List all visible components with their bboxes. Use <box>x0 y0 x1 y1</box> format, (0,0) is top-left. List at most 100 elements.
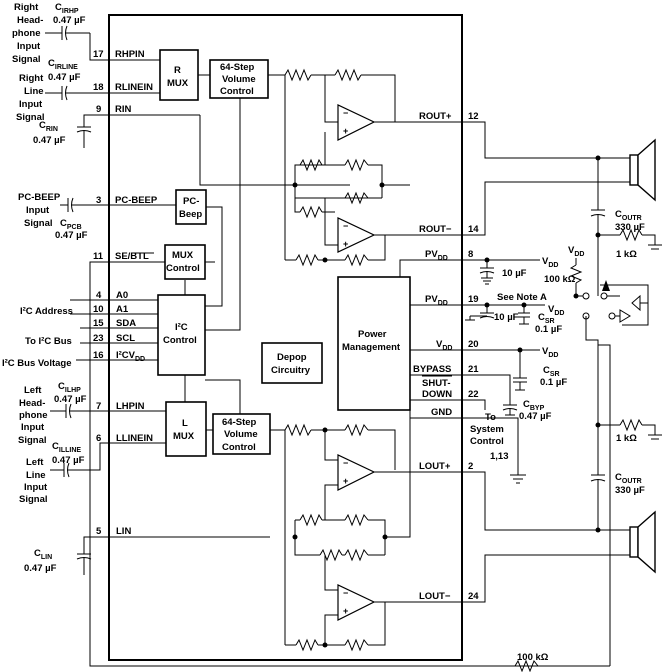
svg-text:COUTR: COUTR <box>615 209 642 222</box>
svg-text:Line: Line <box>26 470 46 481</box>
svg-text:Volume: Volume <box>224 429 258 440</box>
svg-text:Control: Control <box>163 335 197 346</box>
volume-control-right-block <box>209 59 269 99</box>
svg-text:1 kΩ: 1 kΩ <box>616 249 637 260</box>
cap-illine-label: CILLINE 0.47 µF <box>52 441 85 466</box>
svg-text:7: 7 <box>96 401 101 412</box>
svg-text:0.47 µF: 0.47 µF <box>33 135 66 146</box>
svg-text:Volume: Volume <box>222 74 256 85</box>
svg-text:Signal: Signal <box>19 494 48 505</box>
svg-text:21: 21 <box>468 364 479 375</box>
svg-text:64-Step: 64-Step <box>220 62 255 73</box>
chip-outline <box>108 14 463 661</box>
power-management-block <box>337 276 411 411</box>
svg-text:−: − <box>343 108 348 118</box>
svg-text:PC-BEEP: PC-BEEP <box>115 195 158 206</box>
svg-text:Control: Control <box>166 263 200 274</box>
cap-ilhp-label: CILHP 0.47 µF <box>54 381 87 405</box>
svg-text:CSR: CSR <box>538 312 555 325</box>
svg-text:PC-BEEP: PC-BEEP <box>18 192 61 203</box>
svg-text:LLINEIN: LLINEIN <box>116 433 153 444</box>
svg-text:+: + <box>343 239 348 249</box>
svg-text:+: + <box>343 126 348 136</box>
svg-text:DOWN: DOWN <box>422 389 452 400</box>
svg-text:phone: phone <box>12 28 41 39</box>
svg-text:Control: Control <box>222 442 256 453</box>
i2c-address-label: I²C Address <box>20 306 73 317</box>
svg-text:0.47 µF: 0.47 µF <box>53 15 86 26</box>
i2c-bus-voltage-label: I²C Bus Voltage <box>2 358 72 369</box>
svg-text:Input: Input <box>21 422 45 433</box>
svg-text:ROUT+: ROUT+ <box>419 111 452 122</box>
svg-text:1 kΩ: 1 kΩ <box>616 433 637 444</box>
svg-text:COUTR: COUTR <box>615 472 642 485</box>
svg-text:GND: GND <box>431 407 452 418</box>
svg-text:0.47 µF: 0.47 µF <box>24 563 57 574</box>
svg-text:20: 20 <box>468 339 479 350</box>
pc-beep-input-label: PC-BEEP Input Signal <box>18 192 61 229</box>
svg-text:phone: phone <box>19 410 48 421</box>
svg-text:Control: Control <box>220 86 254 97</box>
svg-text:0.47 µF: 0.47 µF <box>52 455 85 466</box>
cap-lin-label: CLIN 0.47 µF <box>24 548 57 574</box>
svg-text:64-Step: 64-Step <box>222 417 257 428</box>
svg-text:A1: A1 <box>116 304 129 315</box>
svg-text:9: 9 <box>96 104 101 115</box>
right-line-input-label: Right Line Input Signal <box>16 73 45 123</box>
svg-text:VDD: VDD <box>568 245 584 258</box>
svg-text:Input: Input <box>26 205 50 216</box>
svg-text:LOUT+: LOUT+ <box>419 461 451 472</box>
right-amp-network: − + − + <box>268 68 462 267</box>
svg-text:VDD: VDD <box>542 256 558 269</box>
svg-text:CSR: CSR <box>543 365 560 378</box>
svg-text:MUX: MUX <box>173 431 195 442</box>
svg-text:Right: Right <box>14 2 39 13</box>
svg-text:Signal: Signal <box>18 435 47 446</box>
svg-text:CILLINE: CILLINE <box>52 441 81 454</box>
svg-text:Power: Power <box>358 329 387 340</box>
svg-text:MUX: MUX <box>167 78 189 89</box>
svg-text:Signal: Signal <box>24 218 53 229</box>
svg-text:10 µF: 10 µF <box>494 312 519 323</box>
svg-text:0.47 µF: 0.47 µF <box>519 411 552 422</box>
external-right-circuit: 10 µF VDD See Note A 10 µF CSR 0.1 µF VD… <box>462 121 662 672</box>
left-line-input-label: Left Line Input Signal <box>19 457 48 505</box>
svg-text:17: 17 <box>93 49 104 60</box>
svg-text:Depop: Depop <box>277 352 307 363</box>
svg-text:0.47 µF: 0.47 µF <box>48 72 81 83</box>
svg-text:0.47 µF: 0.47 µF <box>54 394 87 405</box>
svg-text:CPCB: CPCB <box>60 218 82 231</box>
svg-text:24: 24 <box>468 591 479 602</box>
svg-text:SDA: SDA <box>116 318 136 329</box>
svg-text:Control: Control <box>470 436 504 447</box>
svg-text:ROUT−: ROUT− <box>419 224 452 235</box>
svg-text:Input: Input <box>17 41 41 52</box>
svg-text:22: 22 <box>468 389 479 400</box>
svg-text:VDD: VDD <box>548 304 564 317</box>
svg-text:14: 14 <box>468 224 479 235</box>
svg-text:−: − <box>343 458 348 468</box>
svg-text:SE/BTL: SE/BTL <box>115 251 149 262</box>
i2c-control-block <box>157 294 206 376</box>
svg-text:I²C: I²C <box>175 322 188 333</box>
svg-text:PVDD: PVDD <box>425 249 448 262</box>
svg-text:Beep: Beep <box>179 209 202 220</box>
svg-text:CRIN: CRIN <box>39 120 58 133</box>
svg-text:6: 6 <box>96 433 101 444</box>
svg-text:23: 23 <box>93 333 104 344</box>
svg-text:16: 16 <box>93 350 104 361</box>
svg-text:VDD: VDD <box>436 339 452 352</box>
cap-irhp-label: CIRHP 0.47 µF <box>53 2 86 26</box>
svg-text:Head-: Head- <box>17 15 43 26</box>
left-headphone-input-label: Left Head- phone Input Signal <box>18 385 48 446</box>
svg-text:100 kΩ: 100 kΩ <box>544 274 576 285</box>
svg-text:−: − <box>343 588 348 598</box>
svg-text:8: 8 <box>468 249 473 260</box>
svg-text:Left: Left <box>24 385 42 396</box>
svg-text:PVDD: PVDD <box>425 294 448 307</box>
pc-beep-block <box>175 189 207 225</box>
svg-text:0.47 µF: 0.47 µF <box>55 230 88 241</box>
to-i2c-bus-label: To I²C Bus <box>25 336 72 347</box>
svg-text:330 µF: 330 µF <box>615 222 645 233</box>
